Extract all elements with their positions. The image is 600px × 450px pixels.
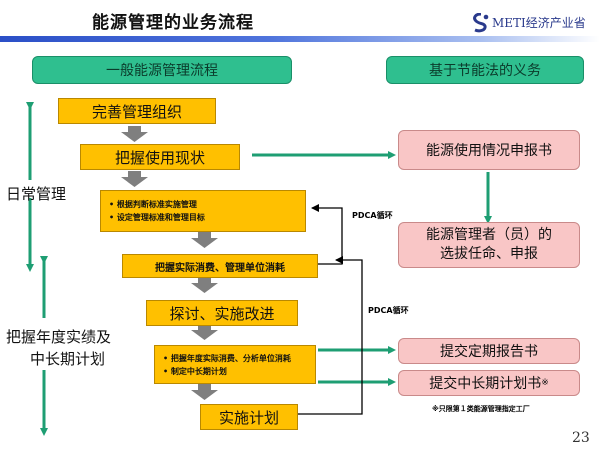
annual-plan-item: 制定中长期计划 <box>163 365 291 378</box>
pdca-label-1: PDCA循环 <box>352 211 393 220</box>
step-annual-plan: 把握年度实际消费、分析单位消耗 制定中长期计划 <box>154 345 316 384</box>
midlong-plan-mark: ※ <box>541 378 549 388</box>
standards-item: 设定管理标准和管理目标 <box>109 211 205 224</box>
down-arrow-6 <box>191 384 218 400</box>
manager-line1: 能源管理者（员）的 <box>426 227 552 243</box>
label-annual-line2: 中长期计划 <box>30 350 106 368</box>
flow-down-arrows <box>121 126 218 400</box>
down-arrow-3 <box>191 232 218 248</box>
down-arrow-1 <box>121 126 148 142</box>
step-standards: 根据判断标准实施管理 设定管理标准和管理目标 <box>100 190 306 232</box>
midlong-plan-text: 提交中长期计划书 <box>429 376 542 392</box>
footnote: ※只限第１类能源管理指定工厂 <box>432 405 530 413</box>
pdca-loop-2 <box>298 256 363 415</box>
header-general-flow: 一般能源管理流程 <box>32 56 292 84</box>
step-grasp-status: 把握使用现状 <box>80 144 240 170</box>
step-execute-plan: 实施计划 <box>200 404 298 430</box>
box-midlong-plan: 提交中长期计划书※ <box>398 370 580 396</box>
page-number: 23 <box>572 430 590 446</box>
meti-logo-icon <box>473 13 489 33</box>
manager-line2: 选拔任命、申报 <box>440 246 538 262</box>
step-grasp-consumption: 把握实际消费、管理单位消耗 <box>122 254 318 278</box>
page-title: 能源管理的业务流程 <box>92 13 254 33</box>
title-divider <box>0 36 600 42</box>
meti-logo: METI经济产业省 <box>472 12 590 34</box>
header-legal-obligations: 基于节能法的义务 <box>386 56 584 84</box>
box-energy-usage-report: 能源使用情况申报书 <box>398 130 580 170</box>
pdca-loop-1 <box>311 204 343 265</box>
box-energy-manager: 能源管理者（员）的 选拔任命、申报 <box>398 222 580 268</box>
label-daily-management: 日常管理 <box>6 185 67 203</box>
down-arrow-2 <box>121 171 148 187</box>
label-annual-line1: 把握年度实绩及 <box>6 328 112 346</box>
step-improve-organization: 完善管理组织 <box>58 98 216 124</box>
annual-plan-item: 把握年度实际消费、分析单位消耗 <box>163 352 291 365</box>
annual-plan-list: 把握年度实际消费、分析单位消耗 制定中长期计划 <box>155 352 291 378</box>
step-review-improve: 探讨、实施改进 <box>146 300 298 326</box>
pdca-label-2: PDCA循环 <box>368 306 409 315</box>
down-arrow-4 <box>191 277 218 293</box>
box-periodic-report: 提交定期报告书 <box>398 338 580 364</box>
standards-list: 根据判断标准实施管理 设定管理标准和管理目标 <box>101 198 205 224</box>
logo-text: METI经济产业省 <box>492 16 586 30</box>
down-arrow-5 <box>191 324 218 340</box>
standards-item: 根据判断标准实施管理 <box>109 198 205 211</box>
